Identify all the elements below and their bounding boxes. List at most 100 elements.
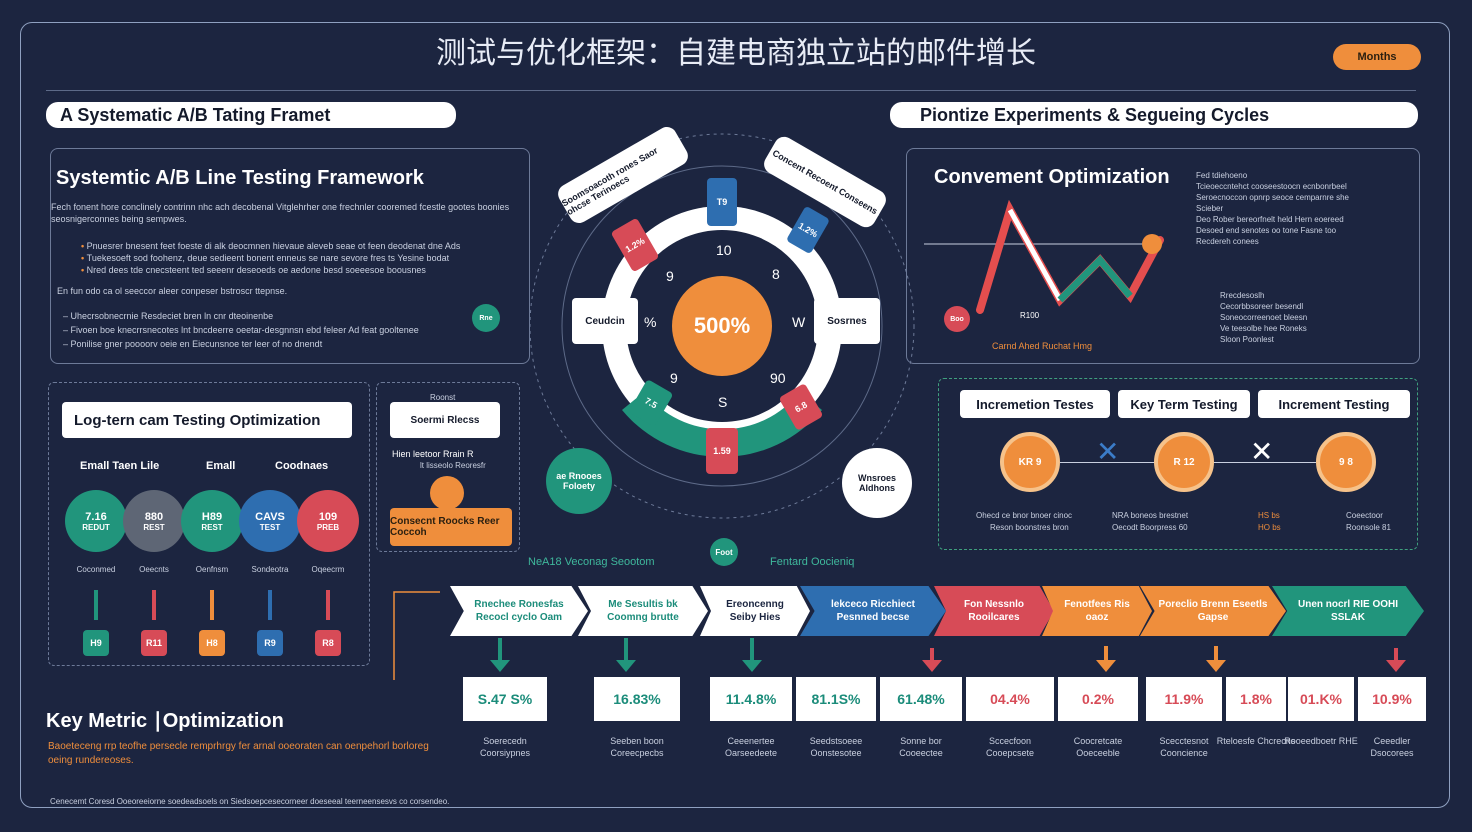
wheel-num: S	[718, 394, 728, 410]
wheel-num: 10	[716, 242, 732, 258]
metric-value: 16.83%	[594, 677, 680, 721]
arrow-head	[490, 660, 510, 672]
wheel-tag-red: 1.59	[706, 428, 738, 474]
wheel-bottom-tag: Foot	[710, 538, 738, 566]
metric-label: Coocretcate Ooeceeble	[1073, 736, 1123, 758]
convenient-heading: Convement Optimization	[934, 166, 1170, 188]
mid-caption: Roonst	[430, 393, 456, 402]
wheel-left-label: Ceudcin	[572, 298, 638, 344]
wheel-center-dot	[672, 276, 772, 376]
metric-value: 11.9%	[1146, 677, 1222, 721]
wheel-right-label: Sosrnes	[814, 298, 880, 344]
convenient-sub-bullet: Rrecdesoslh	[1220, 291, 1265, 300]
wheel-satellite-left: Rne	[472, 304, 500, 332]
arrow-head	[742, 660, 762, 672]
convenient-sub-bullet: Soneocorreenoet bleesn	[1220, 313, 1308, 322]
convenient-end-dot	[1142, 234, 1162, 254]
metric-label: Soerecedn Coorsiypnes	[479, 736, 531, 758]
metric-value: 01.K%	[1288, 677, 1354, 721]
metric-label: Rooeedboetr RHE	[1284, 736, 1358, 746]
convenient-chart-illustration	[924, 200, 1164, 314]
wheel-teal-arc	[622, 392, 822, 457]
key-metric-heading: Key Metric ∣Optimization	[46, 710, 284, 732]
arrow-head	[1096, 660, 1116, 672]
longterm-pin-stem	[326, 590, 330, 620]
longterm-circle-sub: REST	[201, 522, 223, 532]
metric-value: 81.1S%	[796, 677, 876, 721]
wheel-num: %	[644, 314, 657, 330]
longterm-col-3: Coodnaes	[275, 460, 329, 472]
longterm-pin: H8	[199, 630, 225, 656]
incremental-label: Reson boonstres bron	[990, 523, 1069, 532]
convenient-sub-bullet: Cecorbbsoreer besendl	[1220, 302, 1304, 311]
arrow-head	[1206, 660, 1226, 672]
convenient-bullets: Fed tdiehoeno Tcieoeccntehct cooseestooc…	[1196, 170, 1406, 247]
wheel-center-value: 500%	[693, 313, 751, 338]
pipeline-step: Me Sesultis bk Coomng brutte	[578, 586, 708, 636]
convenient-bullet: Fed tdiehoeno	[1196, 171, 1248, 180]
incremental-label: Roonsole 81	[1346, 523, 1391, 532]
mid-panel	[376, 382, 520, 552]
convenient-bullet: Tcieoeccntehct cooseestoocn ecnbonrbeel	[1196, 182, 1347, 191]
wheel-num: 90	[770, 370, 786, 386]
incremental-label: HO bs	[1258, 523, 1281, 532]
convenient-caption: Carnd Ahed Ruchat Hmg	[992, 341, 1093, 351]
framework-panel: Systemtic A/B Line Testing Framework Fec…	[50, 148, 530, 364]
metric-label: Rteloesfe Chcrecns	[1216, 736, 1296, 746]
incremental-label: NRA boneos brestnet	[1112, 511, 1189, 520]
arrow-head	[616, 660, 636, 672]
framework-note: En fun odo ca ol seeccor aleer conpeser …	[57, 286, 288, 296]
convenient-bullet: Deo Rober bereorfnelt held Hern eoereed	[1196, 215, 1344, 224]
metric-value: S.47 S%	[463, 677, 547, 721]
longterm-pin-stem	[152, 590, 156, 620]
mid-text-2: lt lisseolo Reoresfr	[420, 461, 486, 470]
metric-value: 61.48%	[880, 677, 962, 721]
convenient-bullet: Desoed end senotes oo tone Fasne too	[1196, 226, 1337, 235]
incremental-tab-2[interactable]: Key Term Testing	[1118, 390, 1250, 418]
convenient-sub-bullets: Rrecdesoslh Cecorbbsoreer besendl Soneoc…	[1220, 290, 1410, 345]
pipeline-step: Fenotfees Ris oaoz	[1042, 586, 1152, 636]
pipeline-arrows	[393, 591, 1406, 680]
pipeline-step: Unen nocrl RIE OOHI SSLAK	[1272, 586, 1424, 636]
longterm-pin-stem	[210, 590, 214, 620]
pipeline-step: Poreclio Brenn Eseetls Gapse	[1140, 586, 1286, 636]
mid-orange-dot	[430, 476, 464, 510]
arrow-head	[922, 660, 942, 672]
mid-text-1: Hien leetoor Rrain R	[392, 449, 474, 459]
wheel-middle-ring	[561, 165, 883, 487]
longterm-pin-stem	[268, 590, 272, 620]
wheel-tag-blue: T9	[707, 178, 737, 226]
months-button[interactable]: Months	[1333, 44, 1421, 70]
pipeline-return-line	[393, 591, 440, 680]
longterm-col-2: Emall	[206, 460, 236, 472]
incremental-label: HS bs	[1258, 511, 1280, 520]
convenient-zigzag-red	[976, 200, 1164, 314]
pipeline-step: lekceco Ricchiect Pesnned becse	[800, 586, 946, 636]
pipeline-step: Rnechee Ronesfas Recocl cyclo Oam	[450, 586, 588, 636]
metric-label: Seeben boon Coreecpecbs	[610, 736, 664, 758]
metric-label: Scecctesnot Cooncience	[1159, 736, 1209, 758]
incremental-tab-1[interactable]: Incremetion Testes	[960, 390, 1110, 418]
key-metric-text: Baoeteceng rrp teofhe persecle remprhrgy…	[48, 741, 429, 766]
incremental-circle: R 12	[1154, 432, 1214, 492]
left-banner: A Systematic A/B Tating Framet	[46, 102, 456, 128]
framework-bullet: • Pnuesrer bnesent feet foeste di alk de…	[81, 241, 461, 251]
longterm-circle-label: CAVS	[255, 510, 285, 523]
metric-label: Sonne bor Cooeectee	[899, 736, 943, 758]
wheel-num: W	[792, 314, 806, 330]
wheel-bottom-right-circle: Wnsroes Aldhons	[842, 448, 912, 518]
longterm-pin: R8	[315, 630, 341, 656]
metric-label: Seedstsoeee Oonstesotee	[809, 736, 863, 758]
longterm-circle-sub: TEST	[259, 522, 281, 532]
incremental-tab-3[interactable]: Increment Testing	[1258, 390, 1410, 418]
metric-label: Ceeedler Dsocorees	[1370, 736, 1414, 758]
pipeline-step: Ereoncenng Seiby Hies	[700, 586, 810, 636]
framework-intro: Fech fonent hore conclinely contrinn nhc…	[51, 202, 510, 224]
metric-label: Ceeenertee Oarseedeete	[724, 736, 778, 758]
incremental-panel	[938, 378, 1418, 550]
longterm-panel	[48, 382, 370, 666]
